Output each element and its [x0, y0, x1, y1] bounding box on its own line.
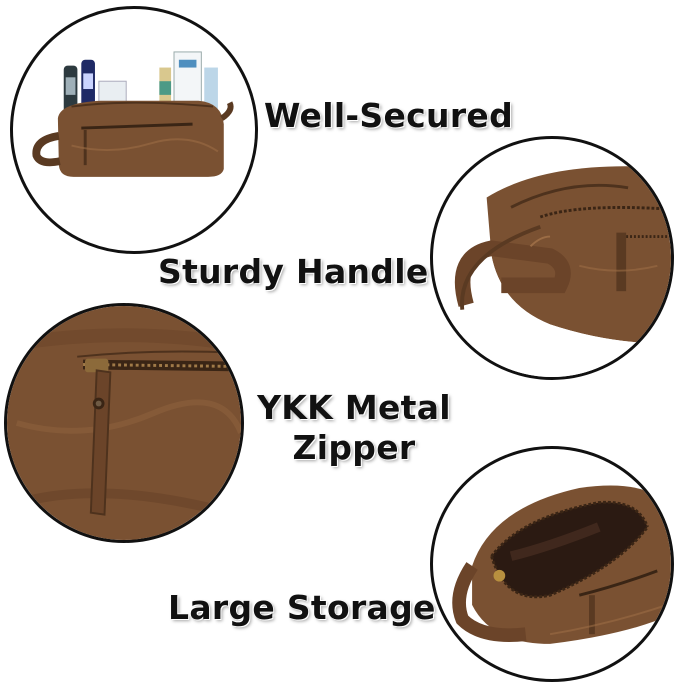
handle-closeup-image — [433, 166, 671, 377]
feature-circle-ykk-zipper — [4, 303, 244, 543]
feature-circle-sturdy-handle — [430, 136, 674, 380]
feature-label-ykk-line2: Zipper — [292, 428, 416, 467]
feature-label-ykk-line1: YKK Metal — [257, 388, 451, 427]
bag-with-toiletries-image — [32, 51, 234, 177]
feature-label-well-secured: Well-Secured — [264, 96, 514, 135]
bag-interior-image — [452, 485, 671, 644]
feature-label-sturdy-handle: Sturdy Handle — [158, 252, 429, 291]
feature-label-ykk-zipper: YKK Metal Zipper — [254, 388, 454, 468]
feature-circle-well-secured — [10, 6, 258, 254]
feature-circle-large-storage — [430, 446, 674, 682]
zipper-closeup-image — [7, 306, 241, 540]
feature-label-large-storage: Large Storage — [168, 588, 436, 627]
